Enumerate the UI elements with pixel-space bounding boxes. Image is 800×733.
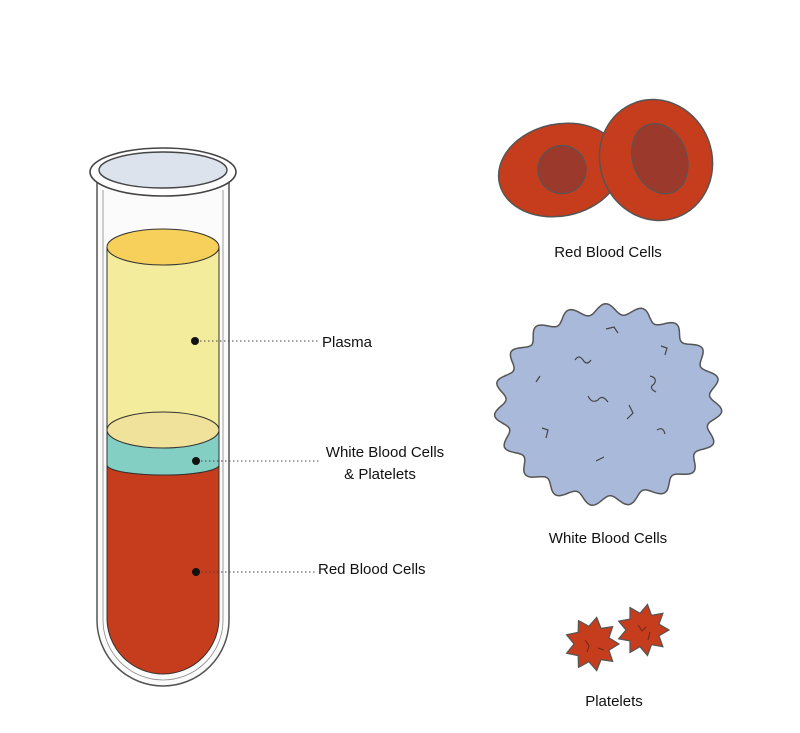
wbc-platelets-label-line2: & Platelets [344,466,416,483]
white-blood-cell [493,303,723,507]
red-blood-cell-center [537,144,587,195]
plasma-top [106,228,220,266]
white-blood-cell-texture [535,326,668,462]
platelet [617,603,671,657]
red-cells-marker [192,568,200,576]
plasma-marker [191,337,199,345]
red-blood-cell-center [630,122,689,195]
red-cells-label: Red Blood Cells [318,561,426,578]
tube-labels: Plasma White Blood Cells & Platelets Red… [191,334,444,578]
wbc-platelets-label-line1: White Blood Cells [326,444,444,461]
red-cells-layer [106,464,220,675]
tube-opening [98,151,228,189]
red-blood-cells-caption: Red Blood Cells [554,244,662,261]
plasma-label: Plasma [322,334,373,351]
buffy-coat-top [106,411,220,449]
test-tube [89,147,237,687]
white-blood-cells-caption: White Blood Cells [549,530,667,547]
platelets-caption: Platelets [585,693,643,710]
platelets-illustration: Platelets [565,603,671,710]
platelet [565,616,621,672]
red-blood-cells-illustration: Red Blood Cells [497,98,714,261]
white-blood-cell-illustration: White Blood Cells [493,303,723,547]
buffy-coat-marker [192,457,200,465]
